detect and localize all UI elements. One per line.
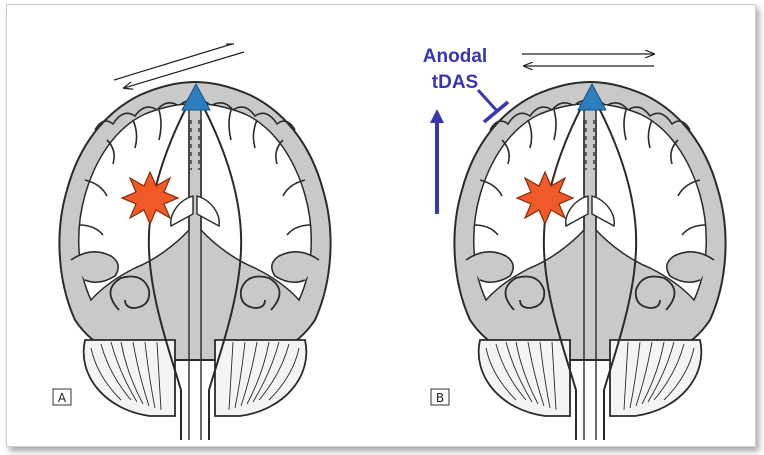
panel-a: A [53, 44, 331, 440]
lesion-starburst-icon [517, 172, 573, 224]
brain-coronal-section-b [454, 82, 725, 440]
panel-tag-b: B [436, 391, 444, 405]
panel-tag-a: A [58, 391, 67, 405]
panel-b: Anodal tDAS B [423, 46, 726, 440]
stimulation-label-line1: Anodal [423, 46, 487, 67]
stimulation-label-line2: tDAS [432, 72, 478, 93]
interhemispheric-arrow-right [114, 44, 232, 80]
brain-coronal-section-a [59, 82, 330, 440]
lesion-starburst-icon [122, 172, 178, 224]
